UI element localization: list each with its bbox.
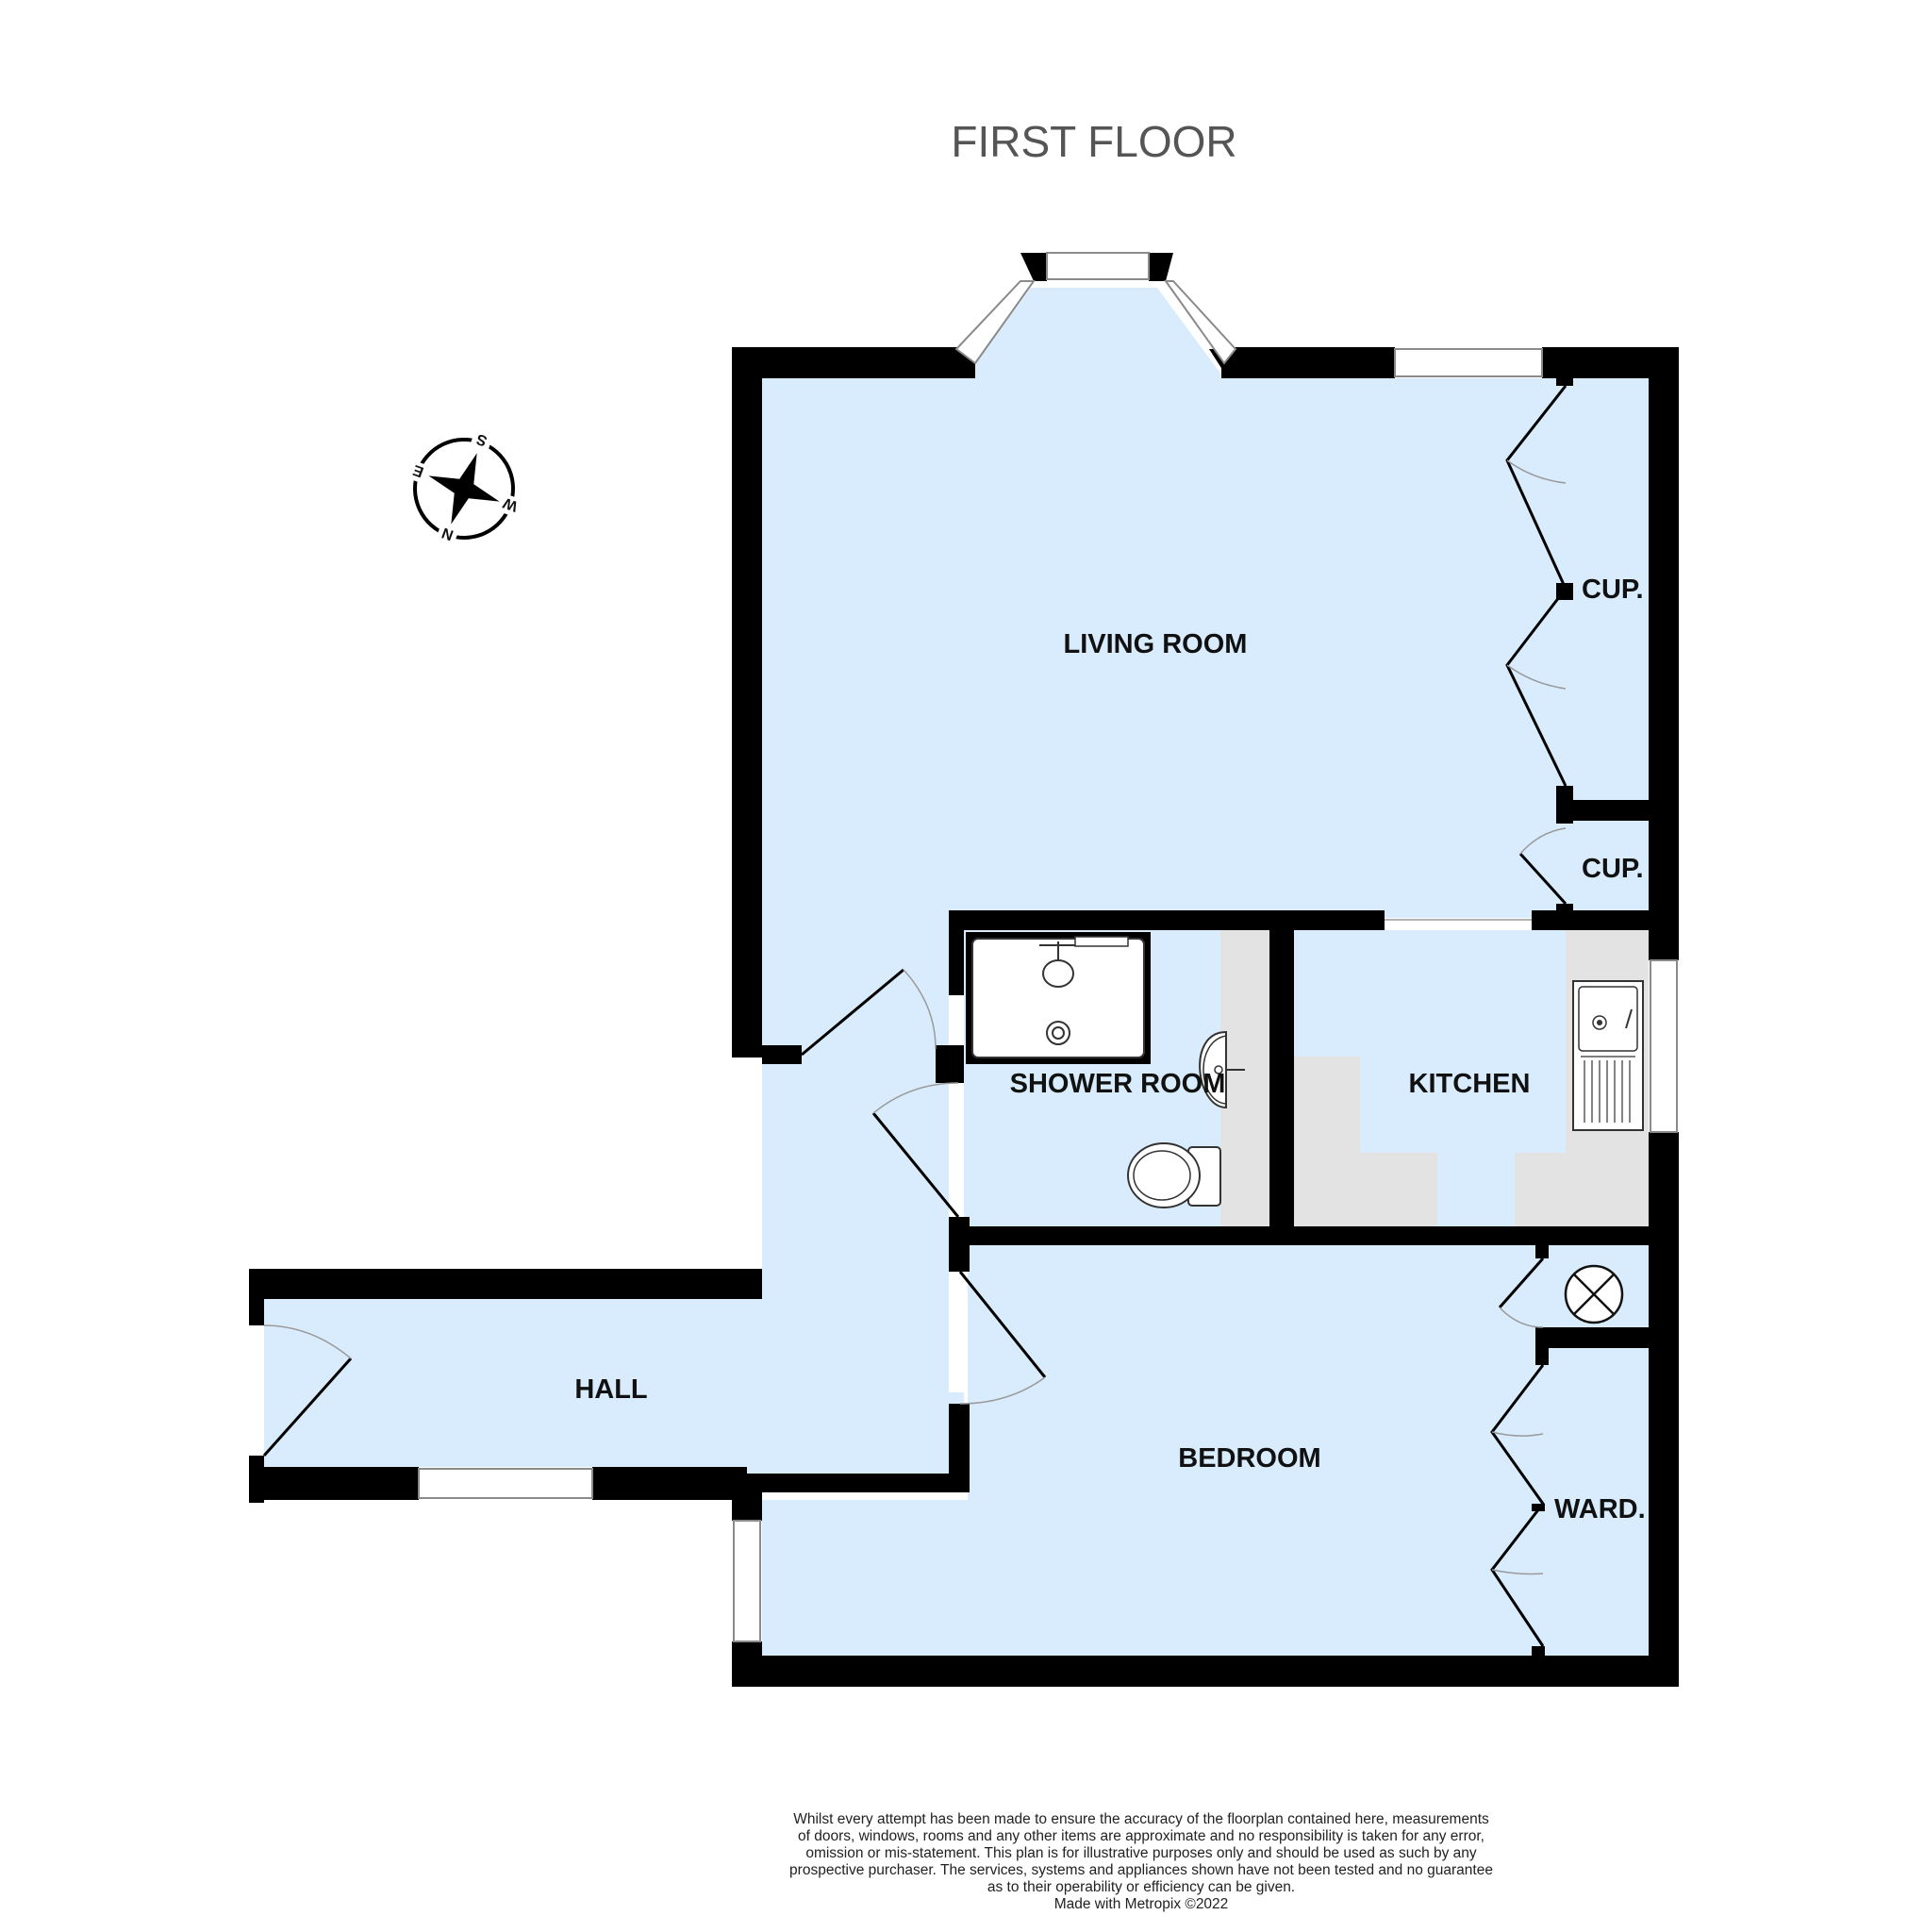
made-with-credit: Made with Metropix ©2022: [1053, 1896, 1229, 1912]
hall-floor: [264, 1049, 964, 1489]
window-kitchen: [1650, 959, 1678, 1133]
window-bedroom: [733, 1520, 761, 1642]
label-wardrobe: WARD.: [1554, 1494, 1646, 1524]
window-living-top: [1394, 348, 1543, 377]
shower-tray-icon: [966, 932, 1151, 1064]
window-hall: [418, 1468, 593, 1499]
walls: [249, 253, 1679, 1687]
label-bedroom: BEDROOM: [1178, 1443, 1320, 1474]
room-labels: LIVING ROOM CUP. CUP. SHOWER ROOM KITCHE…: [574, 575, 1645, 1524]
disclaimer-line: of doors, windows, rooms and any other i…: [797, 1828, 1484, 1844]
label-living-room: LIVING ROOM: [1064, 629, 1248, 659]
window-bay-left: [954, 280, 1036, 365]
kitchen-sink-icon: [1572, 980, 1644, 1131]
label-kitchen: KITCHEN: [1409, 1069, 1531, 1099]
compass-w: W: [501, 493, 521, 513]
washbasin-icon: [1199, 1030, 1245, 1109]
disclaimer-line: omission or mis-statement. This plan is …: [805, 1845, 1477, 1861]
label-cupboard-lower: CUP.: [1582, 854, 1644, 884]
toilet-icon: [1127, 1142, 1221, 1208]
label-cupboard-upper: CUP.: [1582, 575, 1644, 605]
doors: [262, 385, 1567, 1647]
living-room-floor: [762, 288, 1649, 1049]
cupboard-floor: [1566, 378, 1649, 918]
disclaimer-line: as to their operability or efficiency ca…: [987, 1879, 1296, 1895]
fixtures: [966, 932, 1644, 1324]
boiler-icon: [1564, 1264, 1624, 1324]
label-hall: HALL: [574, 1374, 647, 1405]
disclaimer: Whilst every attempt has been made to en…: [755, 1811, 1528, 1913]
disclaimer-line: prospective purchaser. The services, sys…: [789, 1862, 1493, 1878]
floor-title: FIRST FLOOR: [951, 117, 1236, 166]
label-shower-room: SHOWER ROOM: [1010, 1069, 1226, 1099]
bedroom-floor: [762, 1245, 1649, 1656]
floor-areas: [264, 288, 1649, 1656]
window-bay-right: [1164, 280, 1237, 365]
compass-n: N: [440, 524, 456, 542]
compass-icon: N S E W: [407, 430, 521, 545]
disclaimer-line: Whilst every attempt has been made to en…: [793, 1811, 1489, 1827]
windows: [418, 252, 1678, 1642]
window-bay-front: [1046, 252, 1150, 280]
